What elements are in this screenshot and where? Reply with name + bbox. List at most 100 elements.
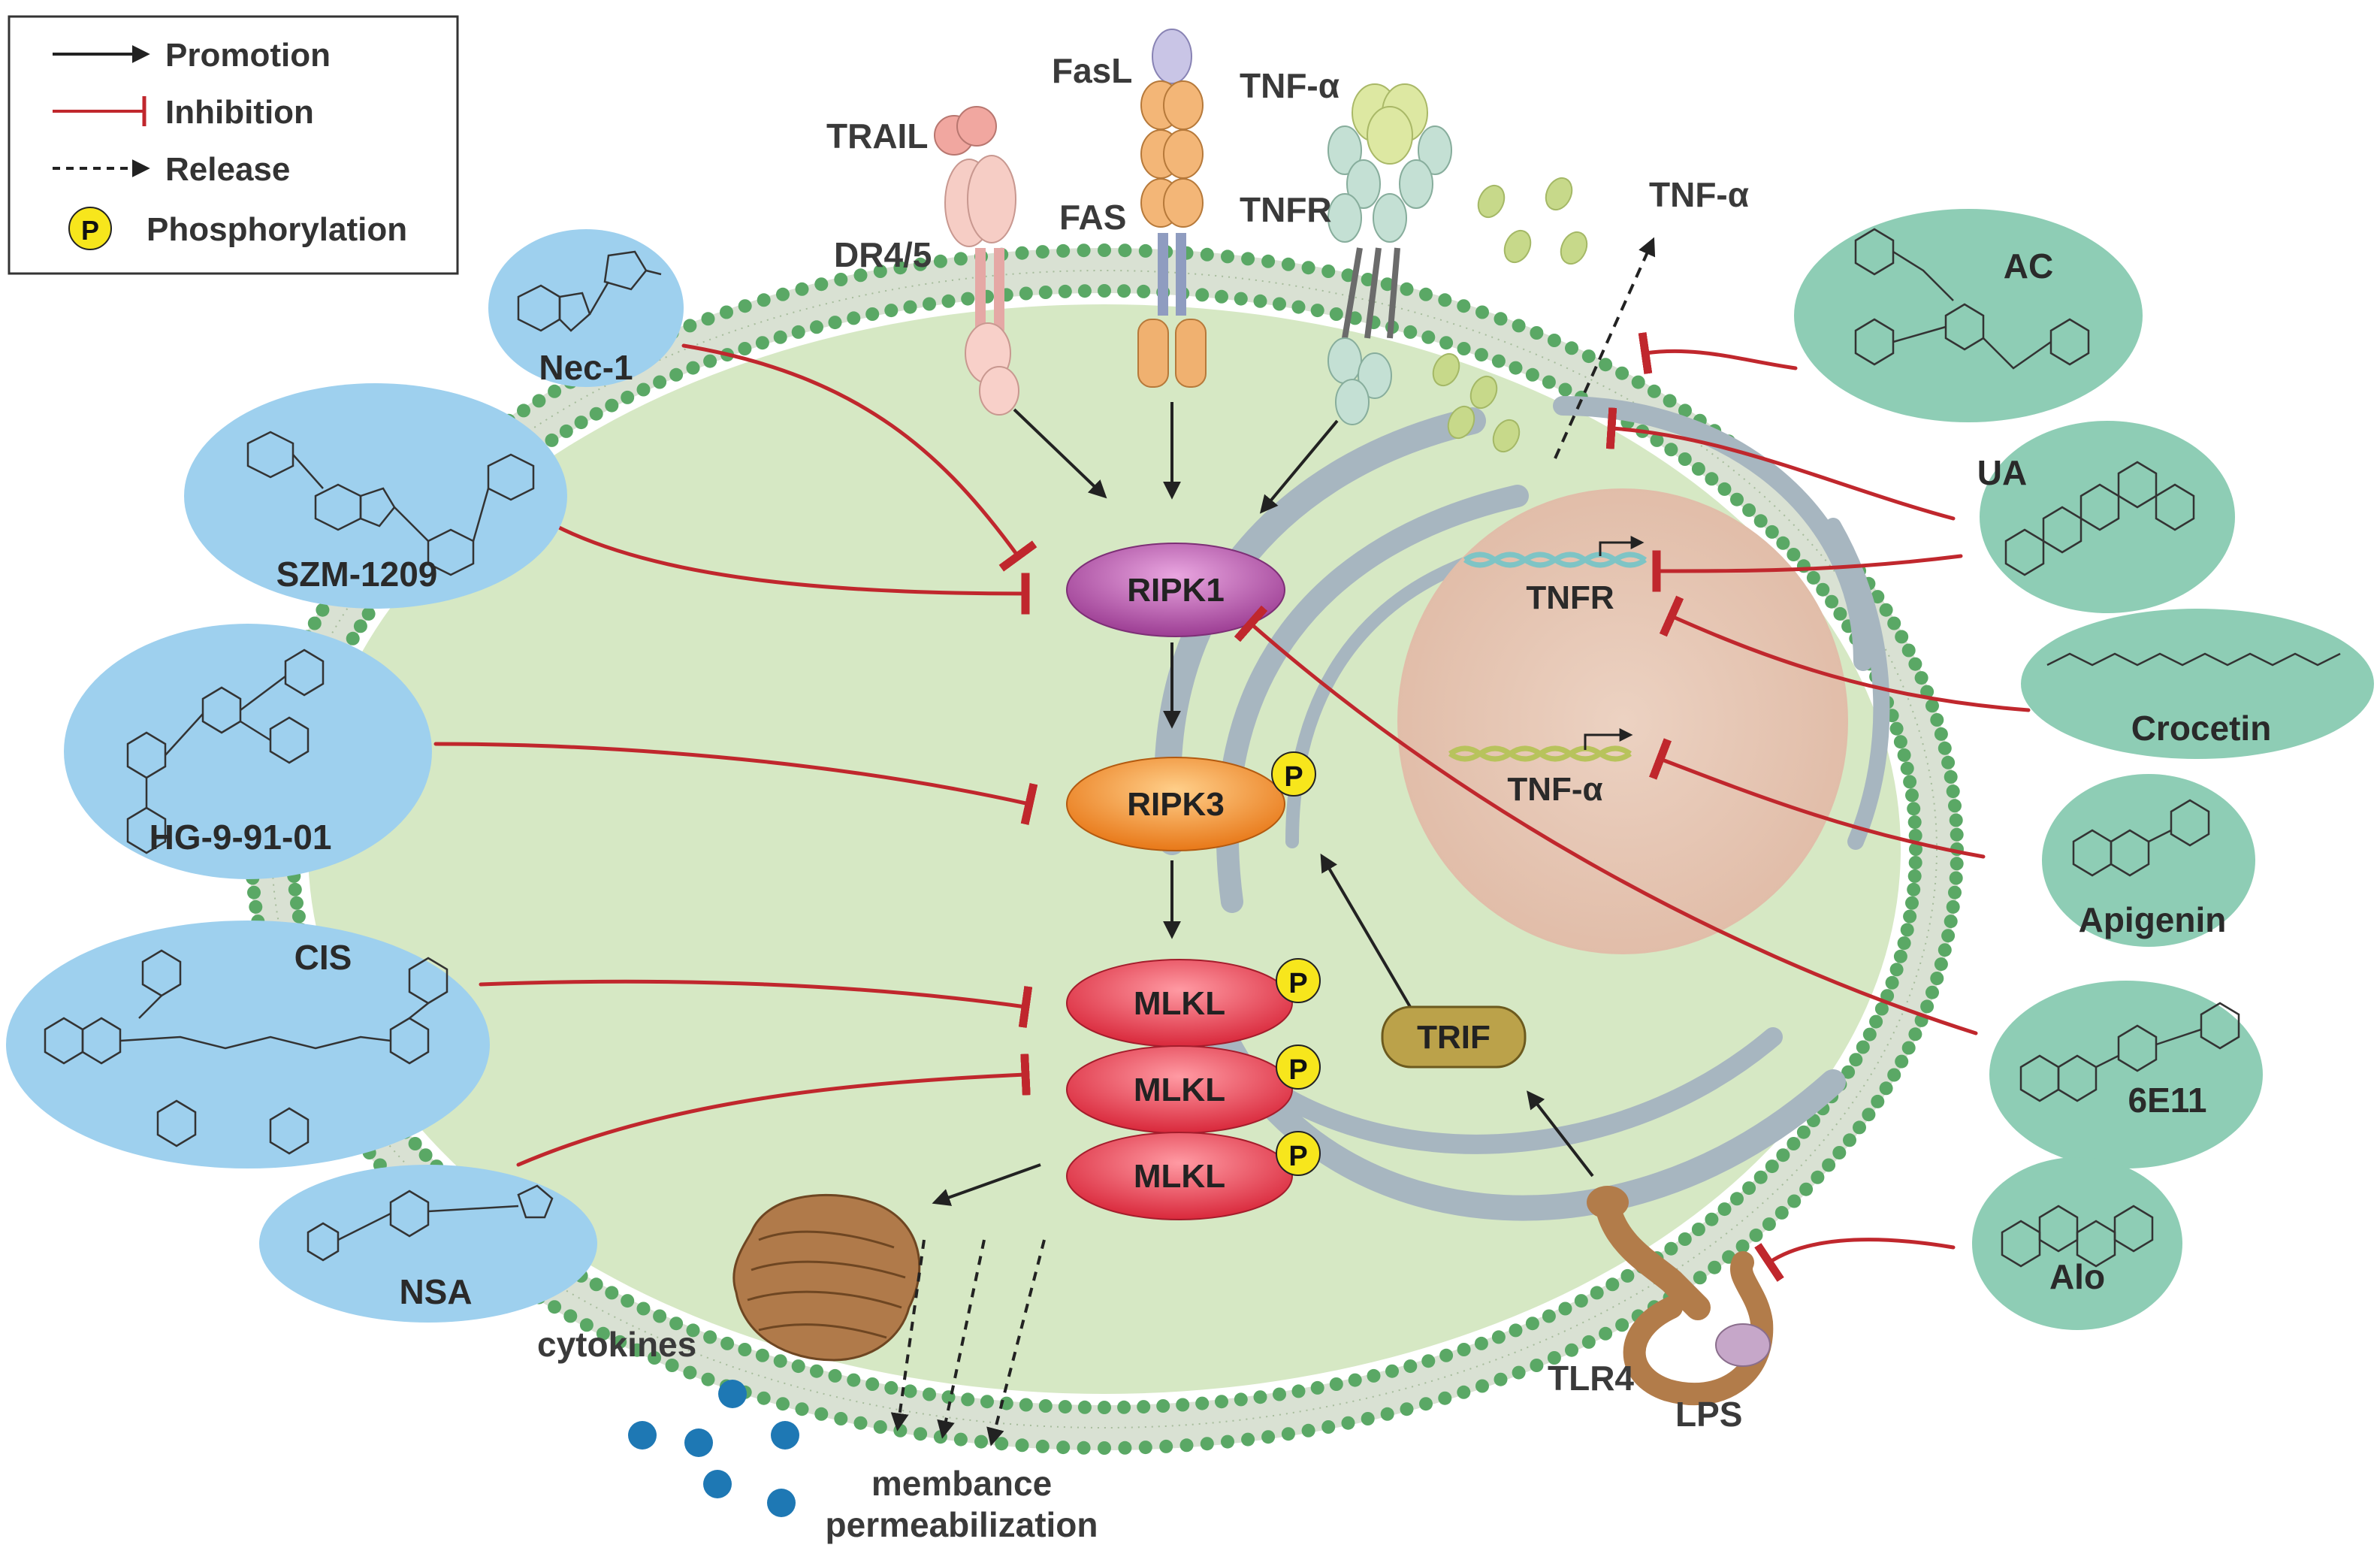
membrane-bead — [814, 277, 829, 292]
membrane-bead — [1749, 1228, 1763, 1242]
membrane-bead — [1871, 590, 1885, 604]
membrane-bead — [1310, 1380, 1324, 1395]
membrane-bead — [828, 316, 842, 330]
membrane-bead — [1385, 1364, 1399, 1378]
membrane-bead — [1542, 1309, 1556, 1323]
node-trif: TRIF — [1381, 1005, 1527, 1069]
membrane-bead — [1825, 594, 1839, 609]
membrane-bead — [1403, 325, 1418, 339]
membrane-bead — [1907, 802, 1921, 816]
membrane-bead — [1590, 1286, 1604, 1300]
membrane-bead — [1843, 1133, 1856, 1147]
membrane-bead — [574, 416, 588, 430]
membrane-bead — [1822, 1158, 1836, 1172]
membrane-bead — [1841, 1065, 1856, 1079]
membrane-bead — [1753, 514, 1768, 528]
membrane-bead — [1321, 265, 1336, 278]
membrane-bead — [755, 1348, 769, 1362]
membrane-bead — [1215, 289, 1228, 304]
membrane-bead — [1897, 748, 1911, 762]
membrane-bead — [828, 1368, 842, 1383]
membrane-bead — [914, 257, 928, 271]
membrane-bead — [1035, 1439, 1050, 1453]
nucleus: TNFR TNF-α — [1397, 488, 1848, 954]
membrane-bead — [834, 1412, 848, 1425]
membrane-bead — [914, 1427, 928, 1441]
membrane-bead — [1946, 785, 1960, 799]
label-trail: TRAIL — [826, 116, 928, 156]
membrane-bead — [1475, 305, 1489, 319]
membrane-bead — [548, 384, 562, 398]
membrane-bead — [1900, 923, 1914, 937]
legend-promotion: Promotion — [53, 37, 331, 74]
membrane-bead — [1806, 570, 1820, 585]
gene-tnfa: TNF-α — [1448, 728, 1633, 808]
membrane-bead — [1195, 1396, 1210, 1410]
mlkl-1-label: MLKL — [1134, 985, 1225, 1022]
membrane-bead — [1241, 252, 1255, 266]
membrane-bead — [1776, 536, 1790, 550]
membrane-bead — [1901, 643, 1916, 658]
membrane-bead — [1908, 1027, 1922, 1041]
drug-szm-1209-label: SZM-1209 — [276, 555, 438, 594]
membrane-bead — [563, 1309, 578, 1323]
membrane-bead — [1811, 1170, 1825, 1184]
membrane-bead — [1301, 1423, 1315, 1438]
membrane-bead — [1889, 963, 1904, 977]
membrane-bead — [1474, 348, 1488, 362]
membrane-bead — [1869, 1014, 1883, 1029]
membrane-bead — [1950, 857, 1964, 871]
membrane-bead — [1887, 1068, 1901, 1082]
membrane-bead — [1098, 1441, 1111, 1455]
membrane-bead — [961, 292, 975, 306]
drug-alo-label: Alo — [2049, 1257, 2105, 1296]
legend-inhibition-label: Inhibition — [165, 94, 314, 131]
membrane-bead — [1663, 394, 1677, 408]
membrane-bead — [1930, 972, 1944, 985]
membrane-bead — [1137, 284, 1151, 298]
node-ripk3: RIPK3 P — [1066, 751, 1316, 851]
membrane-bead — [1348, 1373, 1362, 1387]
legend-inhibition: Inhibition — [53, 94, 314, 131]
membrane-bead — [686, 1323, 700, 1338]
membrane-bead — [1494, 312, 1508, 326]
mlkl-3-label: MLKL — [1134, 1158, 1225, 1195]
membrane-bead — [1419, 287, 1433, 301]
membrane-bead — [1038, 286, 1053, 299]
membrane-bead — [810, 320, 823, 334]
tnf-alpha-particles — [1432, 177, 1588, 453]
membrane-bead — [1421, 1354, 1436, 1368]
legend-promotion-label: Promotion — [165, 37, 331, 74]
membrane-bead — [1512, 1365, 1526, 1380]
membrane-bead — [933, 1430, 947, 1444]
membrane-bead — [1914, 671, 1928, 685]
membrane-bead — [1849, 1053, 1863, 1067]
drug-cis-label: CIS — [294, 938, 352, 977]
membrane-bead — [653, 375, 667, 389]
membrane-bead — [418, 1148, 433, 1162]
membrane-bead — [247, 885, 261, 899]
membrane-bead — [1281, 1427, 1295, 1441]
membrane-bead — [1574, 1294, 1588, 1308]
membrane-bead — [1907, 882, 1921, 896]
membrane-bead — [1895, 630, 1909, 644]
membrane-bead — [1948, 885, 1962, 899]
membrane-bead — [1691, 462, 1705, 476]
mlkl-3-phospho-badge — [1276, 1131, 1321, 1176]
membrane-bead — [923, 297, 936, 311]
membrane-bead — [1077, 284, 1092, 298]
label-tnfa-released: TNF-α — [1649, 175, 1749, 214]
membrane-bead — [249, 899, 263, 914]
membrane-bead — [1895, 1054, 1909, 1069]
membrane-bead — [1897, 936, 1911, 951]
membrane-bead — [1900, 761, 1914, 775]
membrane-bead — [1253, 1390, 1267, 1404]
membrane-bead — [1647, 384, 1661, 398]
membrane-bead — [703, 354, 717, 368]
membrane-bead — [1457, 1385, 1471, 1399]
membrane-bead — [1941, 755, 1956, 769]
membrane-bead — [1547, 334, 1561, 347]
membrane-bead — [1273, 297, 1286, 311]
membrane-bead — [814, 1407, 829, 1421]
